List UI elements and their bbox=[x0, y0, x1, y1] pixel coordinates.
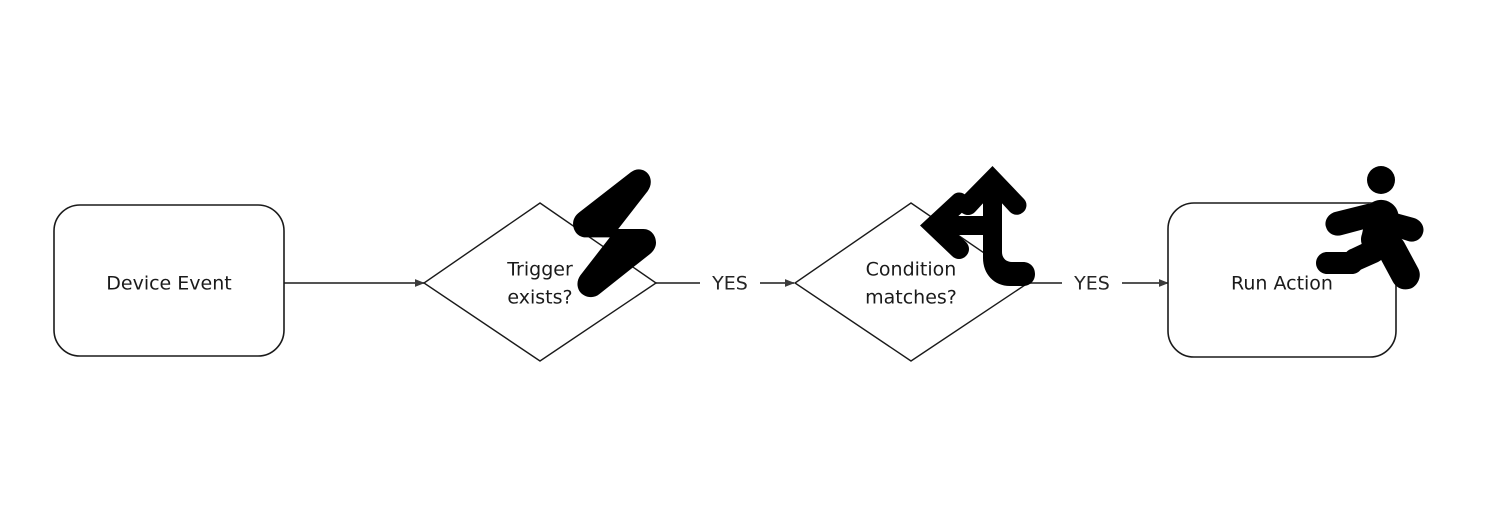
edge-label-yes-trigger: YES bbox=[711, 273, 748, 295]
node-device-event[interactable]: Device Event bbox=[53, 204, 285, 357]
lightning-bolt-icon bbox=[573, 169, 656, 298]
branch-arrow-icon bbox=[920, 166, 1035, 286]
condition-matches-label-line1: Condition bbox=[866, 259, 957, 281]
device-event-shape[interactable] bbox=[53, 204, 285, 357]
node-trigger-exists[interactable]: Trigger exists? bbox=[422, 202, 658, 362]
edge-trigger-to-condition: YES bbox=[656, 273, 795, 295]
trigger-exists-label-line1: Trigger bbox=[506, 259, 573, 281]
edge-condition-to-action: YES bbox=[1028, 273, 1169, 295]
device-event-label: Device Event bbox=[106, 273, 231, 295]
trigger-exists-shape[interactable] bbox=[422, 202, 658, 362]
node-condition-matches[interactable]: Condition matches? bbox=[793, 202, 1030, 362]
node-run-action[interactable]: Run Action bbox=[1167, 202, 1397, 358]
trigger-exists-label-line2: exists? bbox=[507, 287, 572, 309]
running-person-icon bbox=[1316, 166, 1424, 290]
condition-matches-label-line2: matches? bbox=[865, 287, 957, 309]
run-action-label: Run Action bbox=[1231, 273, 1333, 295]
edge-label-yes-condition: YES bbox=[1073, 273, 1110, 295]
